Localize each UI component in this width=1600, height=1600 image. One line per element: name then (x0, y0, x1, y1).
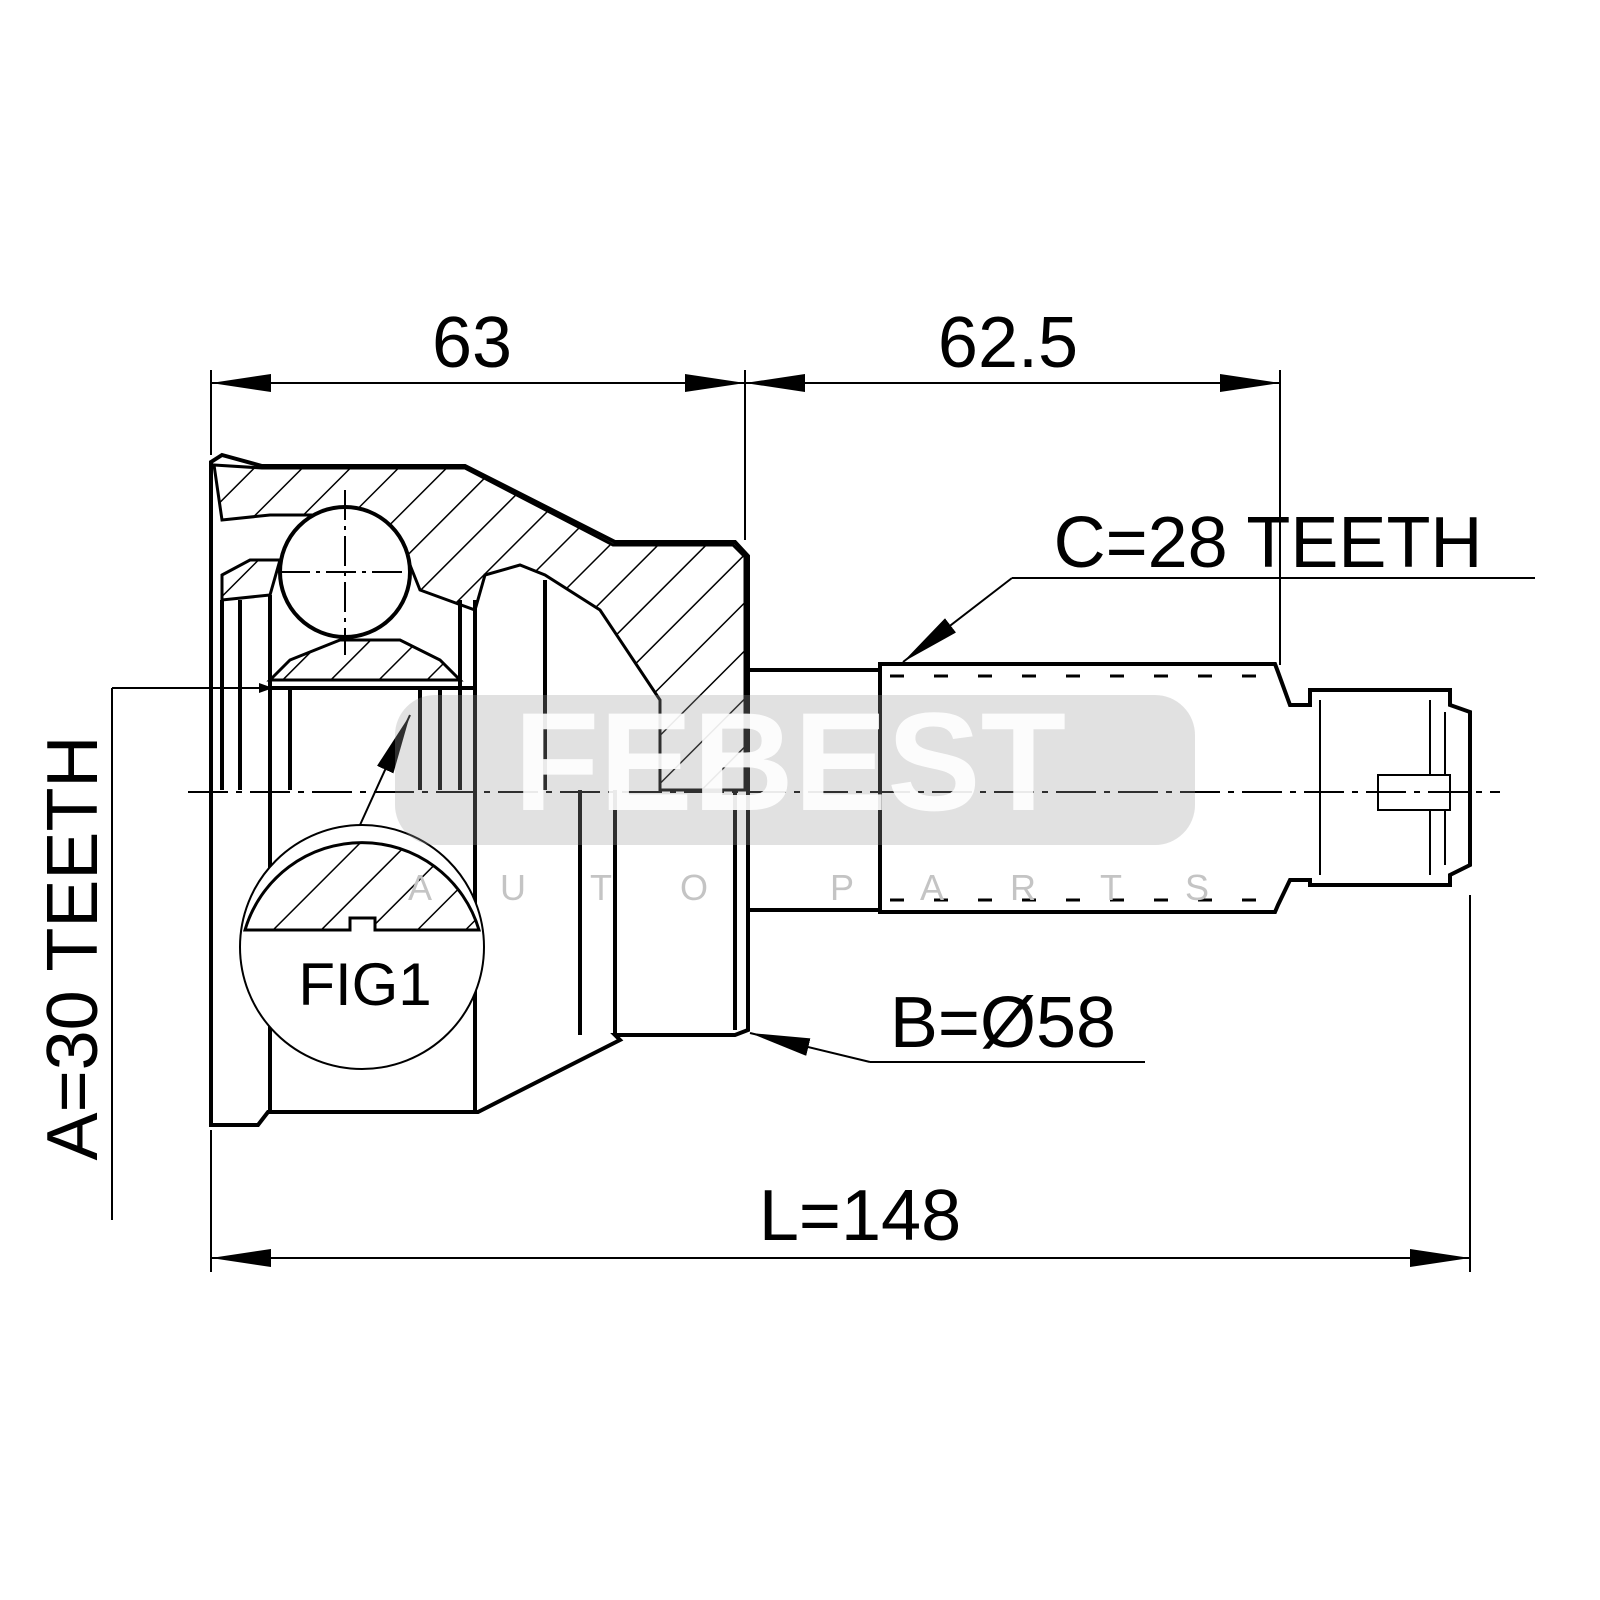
svg-text:T: T (1100, 867, 1122, 908)
dim-inner-spline: A=30 TEETH (33, 736, 113, 1161)
dim-housing-length: 63 (432, 303, 512, 383)
dimension-labels: 63 62.5 C=28 TEETH B=Ø58 L=148 A=30 TEET… (33, 303, 1482, 1256)
watermark-tagline: A U T O P A R T S (408, 867, 1209, 908)
svg-text:T: T (590, 867, 612, 908)
svg-text:P: P (830, 867, 854, 908)
svg-text:A: A (408, 867, 432, 908)
ball (278, 490, 415, 655)
svg-text:O: O (680, 867, 708, 908)
fig1-detail: FIG1 (239, 714, 485, 1070)
watermark: FEBEST A U T O P A R T S (395, 683, 1209, 908)
dim-shaft-length: 62.5 (938, 303, 1078, 383)
dim-total-length: L=148 (759, 1176, 961, 1256)
dim-outer-diameter: B=Ø58 (890, 983, 1116, 1063)
dimension-lines (111, 370, 1535, 1272)
watermark-brand: FEBEST (514, 683, 1066, 840)
svg-text:U: U (500, 867, 526, 908)
fig1-label: FIG1 (298, 951, 431, 1018)
svg-text:A: A (920, 867, 944, 908)
svg-text:S: S (1185, 867, 1209, 908)
svg-text:R: R (1010, 867, 1036, 908)
dim-outer-spline: C=28 TEETH (1054, 503, 1483, 583)
